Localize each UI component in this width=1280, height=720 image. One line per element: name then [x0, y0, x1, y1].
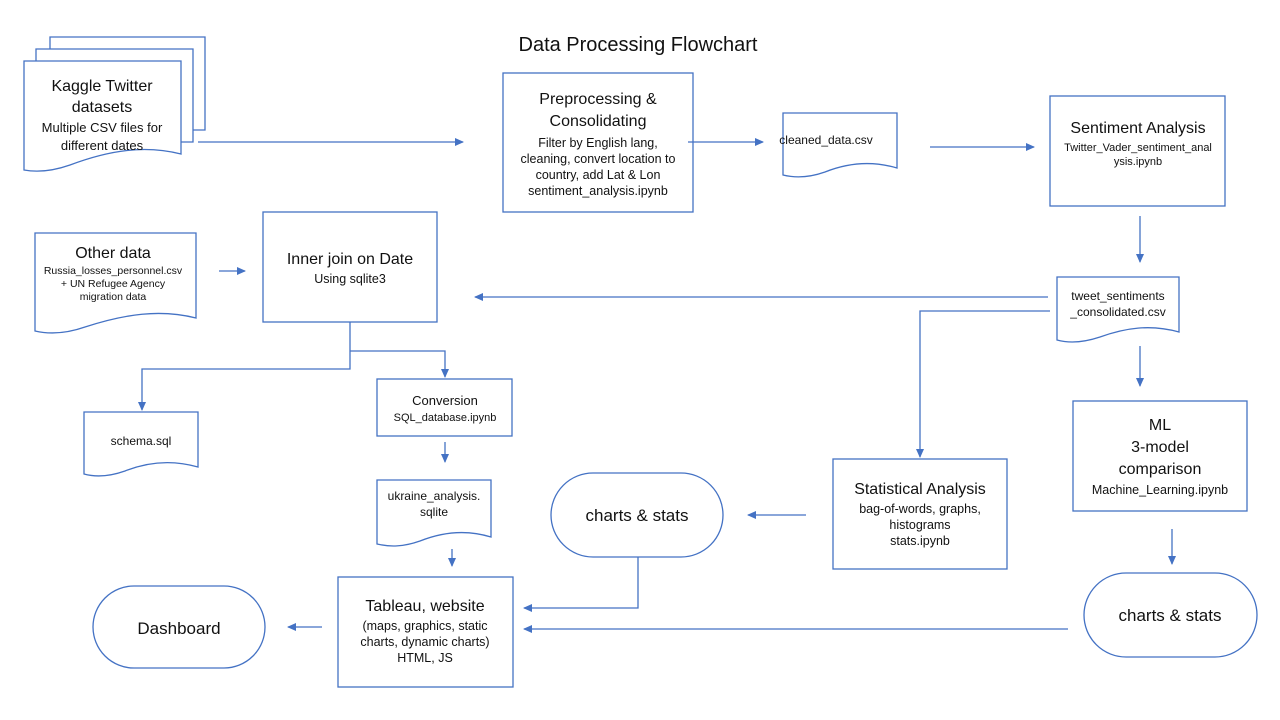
conversion-title: Conversion: [412, 393, 478, 408]
text-line: country, add Lat & Lon: [536, 168, 661, 182]
inner-join-title: Inner join on Date: [287, 251, 413, 268]
text-line: Conversion: [412, 393, 478, 408]
text-line: ukraine_analysis.: [388, 489, 481, 503]
text-line: Inner join on Date: [287, 251, 413, 268]
text-line: Russia_losses_personnel.csv: [44, 265, 183, 277]
text-line: charts & stats: [1119, 606, 1222, 625]
text-line: SQL_database.ipynb: [394, 412, 497, 424]
text-line: charts & stats: [586, 506, 689, 525]
tableau-desc: (maps, graphics, static charts, dynamic c…: [360, 619, 489, 665]
charts-stats-1-label: charts & stats: [586, 506, 689, 525]
tweet-sentiments-node: tweet_sentiments _consolidated.csv: [1056, 276, 1180, 343]
text-line: Kaggle Twitter: [51, 78, 153, 95]
text-line: Using sqlite3: [314, 272, 386, 286]
ukraine-sqlite-label: ukraine_analysis.sqlite: [388, 489, 481, 519]
preprocessing-title: Preprocessing & Consolidating: [539, 91, 657, 130]
text-line: Machine_Learning.ipynb: [1092, 483, 1228, 497]
text-line: comparison: [1119, 461, 1202, 478]
conversion-desc: SQL_database.ipynb: [394, 412, 497, 424]
text-line: Sentiment Analysis: [1070, 120, 1205, 137]
arrow-innerjoin-to-schema: [138, 322, 351, 411]
other-data-title: Other data: [75, 245, 151, 262]
connectors: [138, 138, 1176, 633]
charts-stats-1-node: charts & stats: [550, 472, 724, 558]
text-line: different dates: [61, 138, 144, 153]
text-line: HTML, JS: [397, 651, 453, 665]
arrow-innerjoin-to-conversion: [350, 350, 449, 378]
inner-join-node: Inner join on Date Using sqlite3: [262, 211, 438, 323]
text-line: histograms: [889, 518, 950, 532]
ukraine-sqlite-node: ukraine_analysis.sqlite: [376, 479, 492, 547]
text-line: Twitter_Vader_sentiment_anal: [1064, 142, 1212, 154]
preprocessing-node: Preprocessing & Consolidating Filter by E…: [502, 72, 694, 213]
text-line: 3-model: [1131, 439, 1189, 456]
text-line: Dashboard: [137, 619, 220, 638]
charts-stats-2-label: charts & stats: [1119, 606, 1222, 625]
text-line: ysis.ipynb: [1114, 156, 1162, 168]
text-line: charts, dynamic charts): [360, 635, 489, 649]
other-data-node: Other data Russia_losses_personnel.csv+ …: [34, 232, 197, 334]
other-data-desc: Russia_losses_personnel.csv+ UN Refugee …: [44, 265, 183, 303]
text-line: (maps, graphics, static: [362, 619, 487, 633]
ml-desc: Machine_Learning.ipynb: [1092, 483, 1228, 497]
flowchart-title: Data Processing Flowchart: [519, 34, 758, 56]
text-line: Filter by English lang,: [538, 136, 658, 150]
dashboard-label: Dashboard: [137, 619, 220, 638]
text-line: migration data: [80, 291, 147, 303]
ml-node: ML 3-model comparison Machine_Learning.ipy…: [1072, 400, 1248, 512]
charts-stats-2-node: charts & stats: [1083, 572, 1258, 658]
kaggle-datasets-node: Kaggle Twitter datasets Multiple CSV file…: [23, 36, 206, 172]
sentiment-title: Sentiment Analysis: [1070, 120, 1205, 137]
text-line: Statistical Analysis: [854, 481, 986, 498]
text-line: Multiple CSV files for: [42, 120, 163, 135]
statistical-analysis-node: Statistical Analysis bag-of-words, graph…: [832, 458, 1008, 570]
conversion-node: Conversion SQL_database.ipynb: [376, 378, 513, 437]
text-line: Tableau, website: [365, 598, 484, 615]
text-line: sentiment_analysis.ipynb: [528, 184, 668, 198]
text-line: schema.sql: [111, 434, 172, 448]
tableau-website-node: Tableau, website (maps, graphics, static…: [337, 576, 514, 688]
inner-join-desc: Using sqlite3: [314, 272, 386, 286]
stats-title: Statistical Analysis: [854, 481, 986, 498]
schema-sql-node: schema.sql: [83, 411, 199, 477]
sentiment-desc: Twitter_Vader_sentiment_anal ysis.ipynb: [1064, 142, 1212, 168]
text-line: sqlite: [420, 505, 448, 519]
ml-title: ML 3-model comparison: [1119, 417, 1202, 478]
dashboard-node: Dashboard: [92, 585, 266, 669]
arrow-charts1-to-tableau: [523, 557, 639, 612]
preprocessing-desc: Filter by English lang, cleaning, convert…: [521, 136, 676, 198]
tweet-sentiments-label: tweet_sentiments _consolidated.csv: [1069, 289, 1165, 319]
kaggle-title: Kaggle Twitter datasets: [51, 78, 153, 116]
tableau-title: Tableau, website: [365, 598, 484, 615]
schema-sql-label: schema.sql: [111, 434, 172, 448]
text-line: Preprocessing &: [539, 91, 657, 108]
text-line: datasets: [72, 99, 132, 116]
text-line: stats.ipynb: [890, 534, 950, 548]
text-line: cleaned_data.csv: [779, 133, 872, 147]
cleaned-data-label: cleaned_data.csv: [779, 133, 872, 147]
text-line: cleaning, convert location to: [521, 152, 676, 166]
kaggle-desc: Multiple CSV files for different dates: [42, 120, 163, 153]
stats-desc: bag-of-words, graphs, histograms stats.ipy…: [859, 502, 981, 548]
text-line: Other data: [75, 245, 151, 262]
cleaned-data-node: cleaned_data.csv: [779, 112, 898, 178]
text-line: tweet_sentiments: [1071, 289, 1164, 303]
text-line: Consolidating: [550, 113, 647, 130]
text-line: ML: [1149, 417, 1171, 434]
arrow-tweetsent-to-stats: [916, 310, 1050, 458]
text-line: + UN Refugee Agency: [61, 278, 166, 290]
sentiment-analysis-node: Sentiment Analysis Twitter_Vader_sentime…: [1049, 95, 1226, 207]
text-line: bag-of-words, graphs,: [859, 502, 981, 516]
text-line: _consolidated.csv: [1069, 305, 1165, 319]
